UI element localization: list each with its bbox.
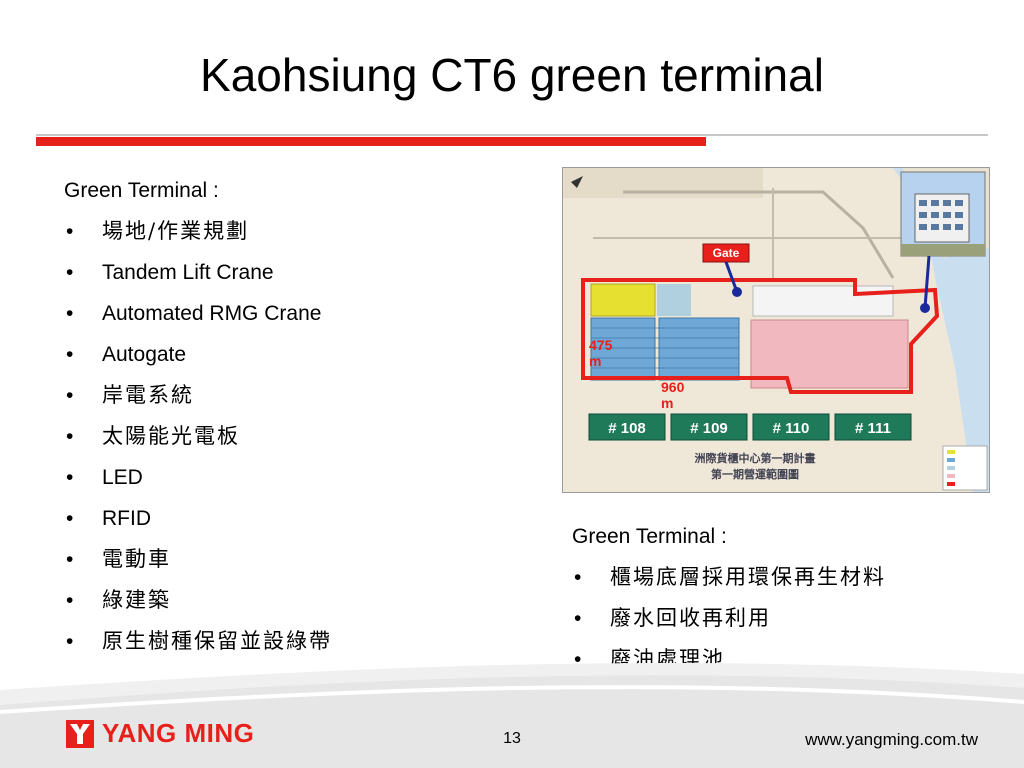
bullet-icon: • bbox=[66, 261, 74, 284]
left-bullet-list: Green Terminal : • 場地/作業規劃 • Tandem Lift Cr… bbox=[64, 170, 332, 662]
left-list-item: • 原生樹種保留並設綠帶 bbox=[64, 621, 332, 662]
title-rule-gray bbox=[36, 134, 988, 136]
left-list-item-text: Tandem Lift Crane bbox=[102, 261, 274, 284]
left-list-item: • 綠建築 bbox=[64, 580, 332, 621]
map-caption-line2: 第一期營運範圍圖 bbox=[711, 467, 799, 481]
bullet-icon: • bbox=[66, 630, 74, 653]
left-list-item: • 電動車 bbox=[64, 539, 332, 580]
left-list-item: • Tandem Lift Crane bbox=[64, 252, 332, 293]
berth-label-110: # 110 bbox=[773, 420, 810, 437]
right-list-item: • 廢水回收再利用 bbox=[572, 598, 886, 639]
bullet-icon: • bbox=[66, 466, 74, 489]
left-list-item: • LED bbox=[64, 457, 332, 498]
bullet-icon: • bbox=[66, 589, 74, 612]
yang-ming-logo-icon bbox=[66, 719, 94, 748]
right-list-item-text: 廢水回收再利用 bbox=[610, 606, 771, 630]
bullet-icon: • bbox=[66, 384, 74, 407]
left-list-item-text: 電動車 bbox=[102, 547, 171, 571]
bullet-icon: • bbox=[66, 343, 74, 366]
left-list-item-text: 岸電系統 bbox=[102, 383, 194, 407]
title-rule-red bbox=[36, 137, 706, 146]
right-list-item-text: 櫃場底層採用環保再生材料 bbox=[610, 565, 886, 589]
berth-label-108: # 108 bbox=[608, 420, 646, 437]
berth-label-109: # 109 bbox=[690, 420, 728, 437]
left-list-item-text: Autogate bbox=[102, 343, 187, 366]
right-list-item: • 櫃場底層採用環保再生材料 bbox=[572, 557, 886, 598]
left-list-item: • Automated RMG Crane bbox=[64, 293, 332, 334]
page-number: 13 bbox=[503, 730, 521, 747]
left-list-item: • 場地/作業規劃 bbox=[64, 211, 332, 252]
left-list-heading: Green Terminal : bbox=[64, 179, 219, 202]
bullet-icon: • bbox=[574, 648, 582, 671]
bullet-icon: • bbox=[66, 425, 74, 448]
left-list-item-text: RFID bbox=[102, 507, 151, 530]
left-list-item-text: Automated RMG Crane bbox=[102, 302, 322, 325]
left-list-item-text: 原生樹種保留並設綠帶 bbox=[102, 629, 332, 653]
slide-title: Kaohsiung CT6 green terminal bbox=[200, 49, 824, 101]
left-list-item-text: 綠建築 bbox=[102, 588, 171, 612]
bullet-icon: • bbox=[66, 548, 74, 571]
left-list-item: • 岸電系統 bbox=[64, 375, 332, 416]
left-list-item: • RFID bbox=[64, 498, 332, 539]
logo-text: YANG MING bbox=[102, 718, 255, 748]
website-url: www.yangming.com.tw bbox=[805, 730, 978, 749]
left-list-item-text: 太陽能光電板 bbox=[102, 424, 240, 448]
bullet-icon: • bbox=[66, 302, 74, 325]
right-list-heading: Green Terminal : bbox=[572, 525, 727, 548]
left-list-item-text: LED bbox=[102, 466, 143, 489]
map-caption-line1: 洲際貨櫃中心第一期計畫 bbox=[695, 451, 816, 465]
bullet-icon: • bbox=[574, 607, 582, 630]
gate-label: Gate bbox=[713, 246, 740, 260]
left-list-item: • Autogate bbox=[64, 334, 332, 375]
berth-label-111: # 111 bbox=[855, 420, 891, 437]
footer-swoosh bbox=[0, 663, 1024, 768]
bullet-icon: • bbox=[66, 507, 74, 530]
company-logo: YANG MING bbox=[66, 718, 254, 749]
left-list-item-text: 場地/作業規劃 bbox=[102, 219, 250, 243]
bullet-icon: • bbox=[66, 220, 74, 243]
bullet-icon: • bbox=[574, 566, 582, 589]
left-list-item: • 太陽能光電板 bbox=[64, 416, 332, 457]
